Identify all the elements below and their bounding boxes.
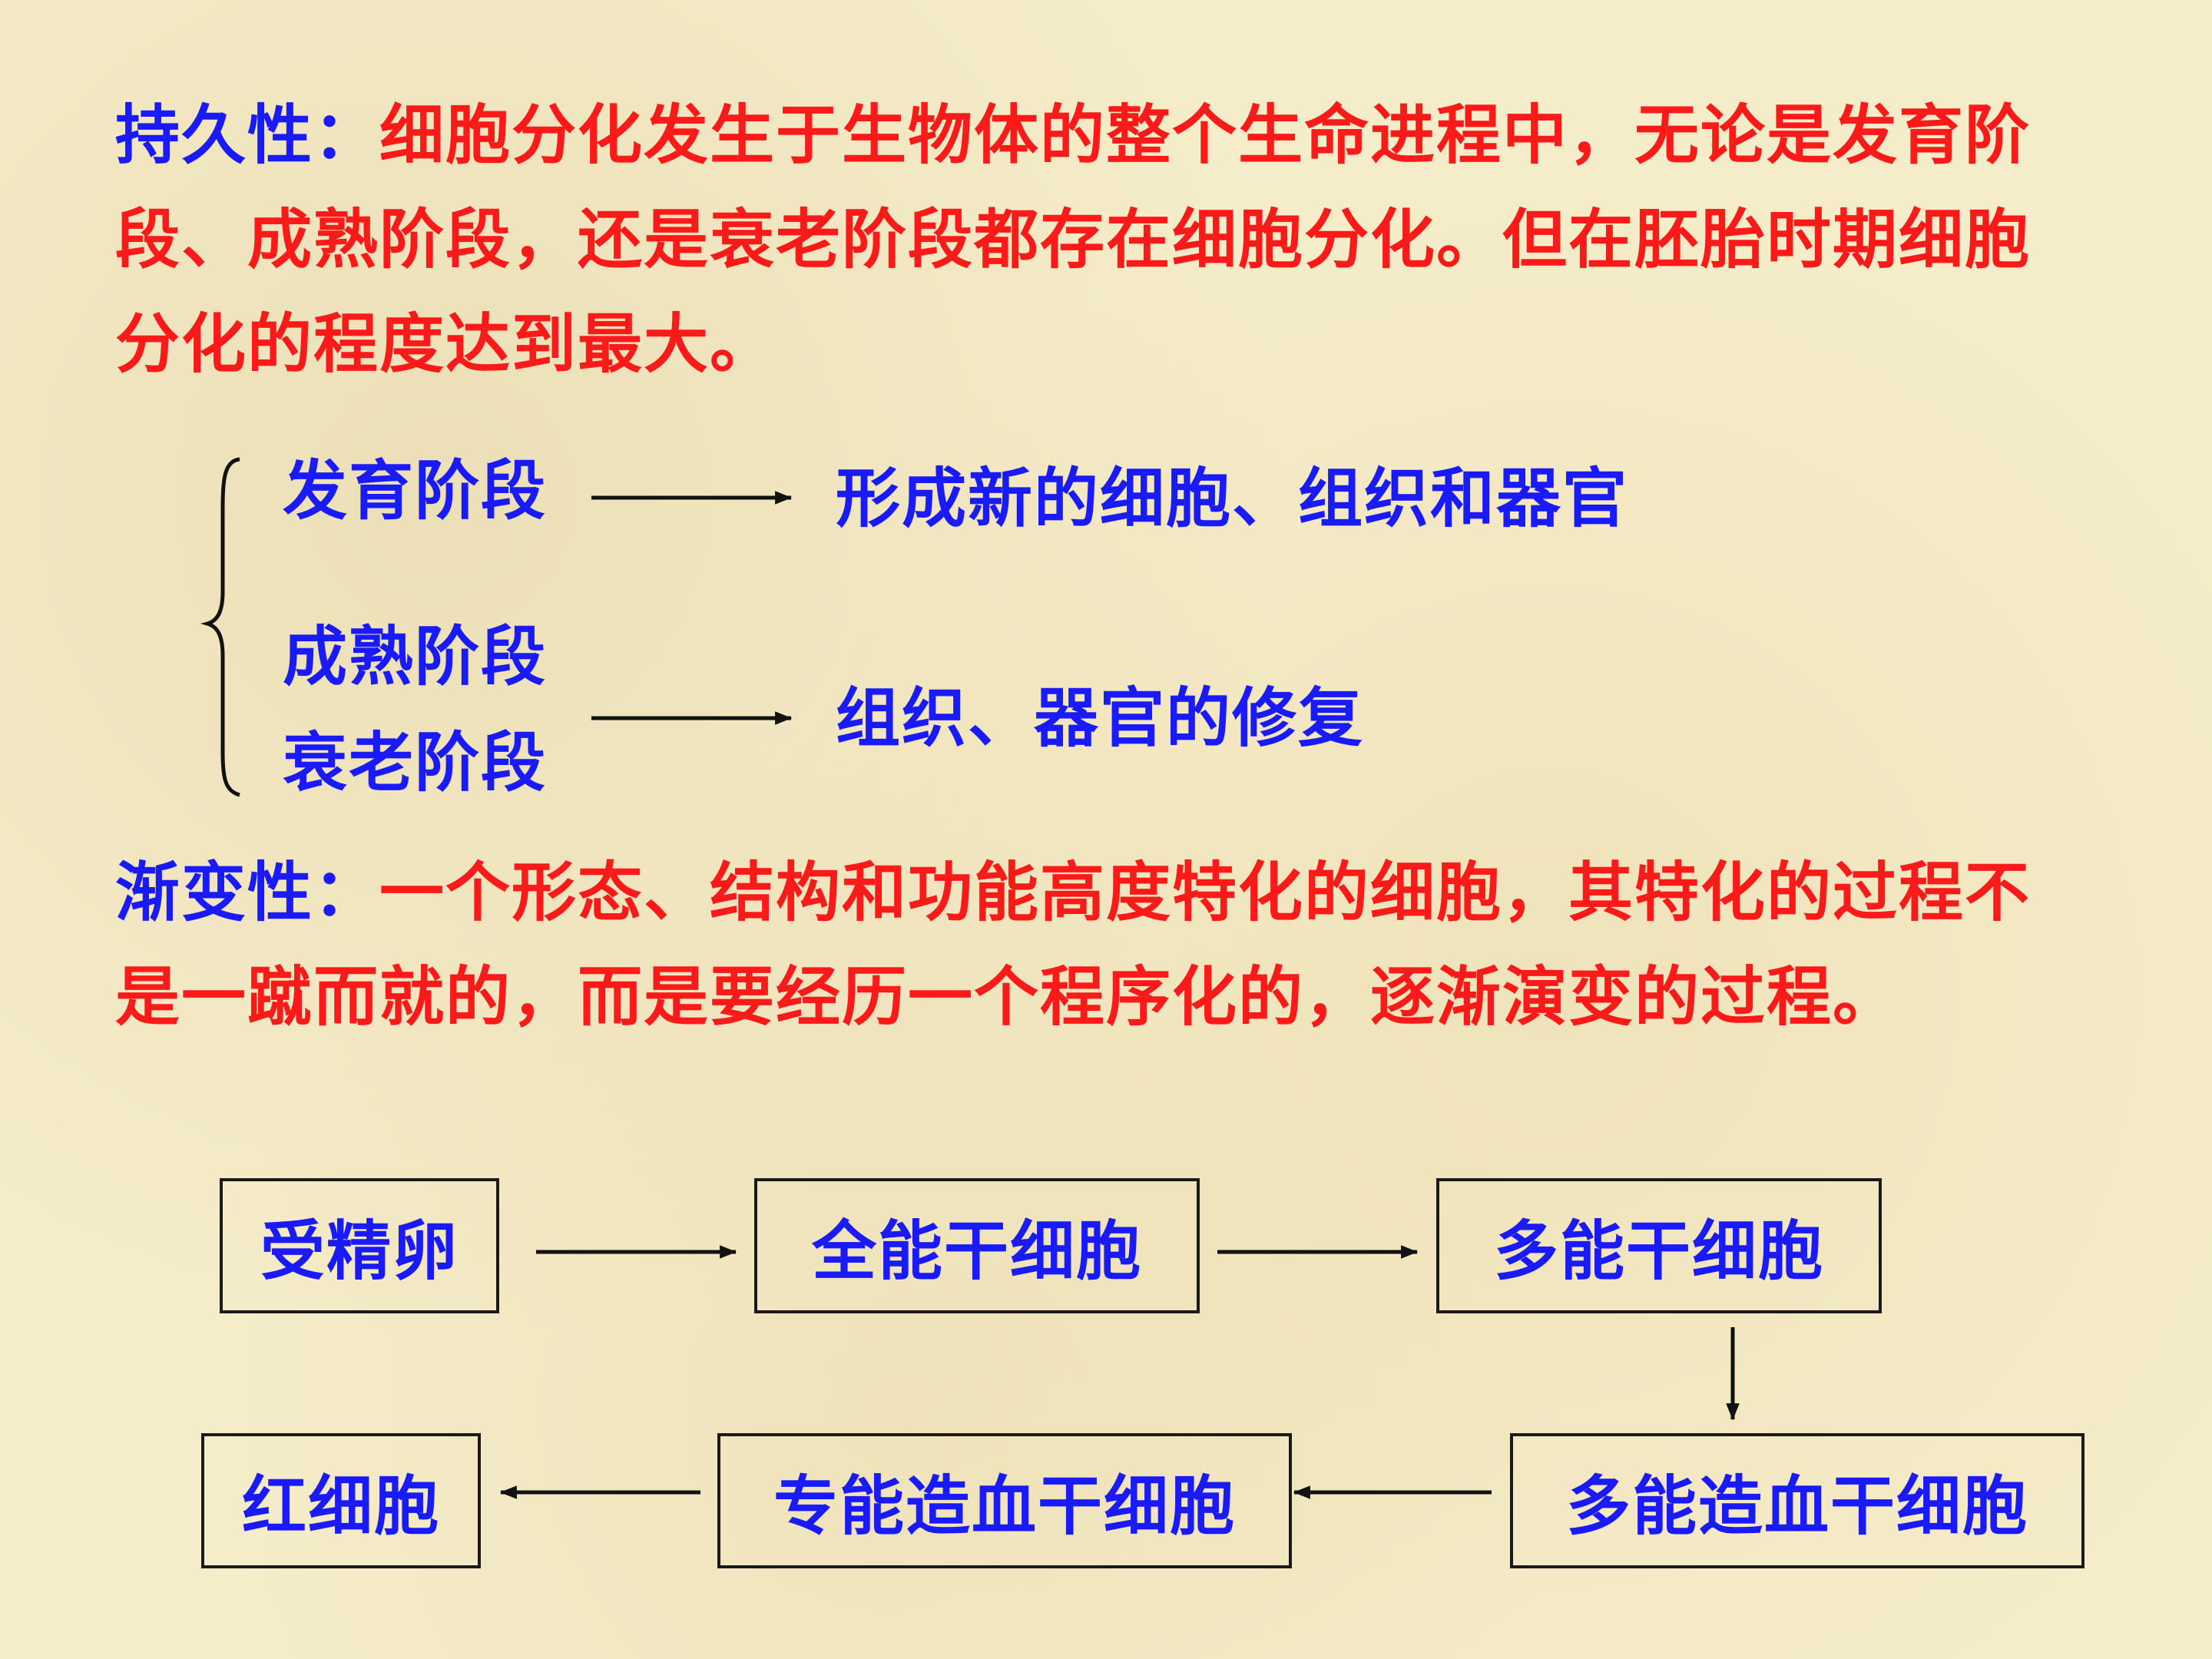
stage-mature: 成熟阶段	[283, 619, 548, 694]
persistence-label: 持久性：	[115, 98, 380, 173]
box-multipotent-hematopoietic: 多能造血干细胞	[1510, 1433, 2085, 1568]
stage-aging: 衰老阶段	[283, 725, 548, 800]
box-pluripotent-stem-cell: 多能干细胞	[1436, 1178, 1882, 1313]
persistence-text: 细胞分化发生于生物体的整个生命进程中，无论是发育阶段、成熟阶段，还是衰老阶段都存…	[115, 98, 2032, 382]
brace-bracket	[200, 457, 240, 797]
box-red-blood-cell: 红细胞	[201, 1433, 481, 1568]
stage-development: 发育阶段	[283, 453, 548, 528]
gradualness-label: 渐变性：	[115, 855, 380, 930]
persistence-paragraph: 持久性：细胞分化发生于生物体的整个生命进程中，无论是发育阶段、成熟阶段，还是衰老…	[115, 83, 2051, 396]
result-new-cells: 形成新的细胞、组织和器官	[836, 461, 1629, 536]
box-unipotent-hematopoietic: 专能造血干细胞	[717, 1433, 1292, 1568]
gradualness-text: 一个形态、结构和功能高度特化的细胞，其特化的过程不是一蹴而就的，而是要经历一个程…	[115, 855, 2032, 1035]
box-totipotent-stem-cell: 全能干细胞	[754, 1178, 1200, 1313]
box-fertilized-egg: 受精卵	[220, 1178, 499, 1313]
result-repair: 组织、器官的修复	[836, 680, 1365, 756]
gradualness-paragraph: 渐变性：一个形态、结构和功能高度特化的细胞，其特化的过程不是一蹴而就的，而是要经…	[115, 840, 2051, 1049]
